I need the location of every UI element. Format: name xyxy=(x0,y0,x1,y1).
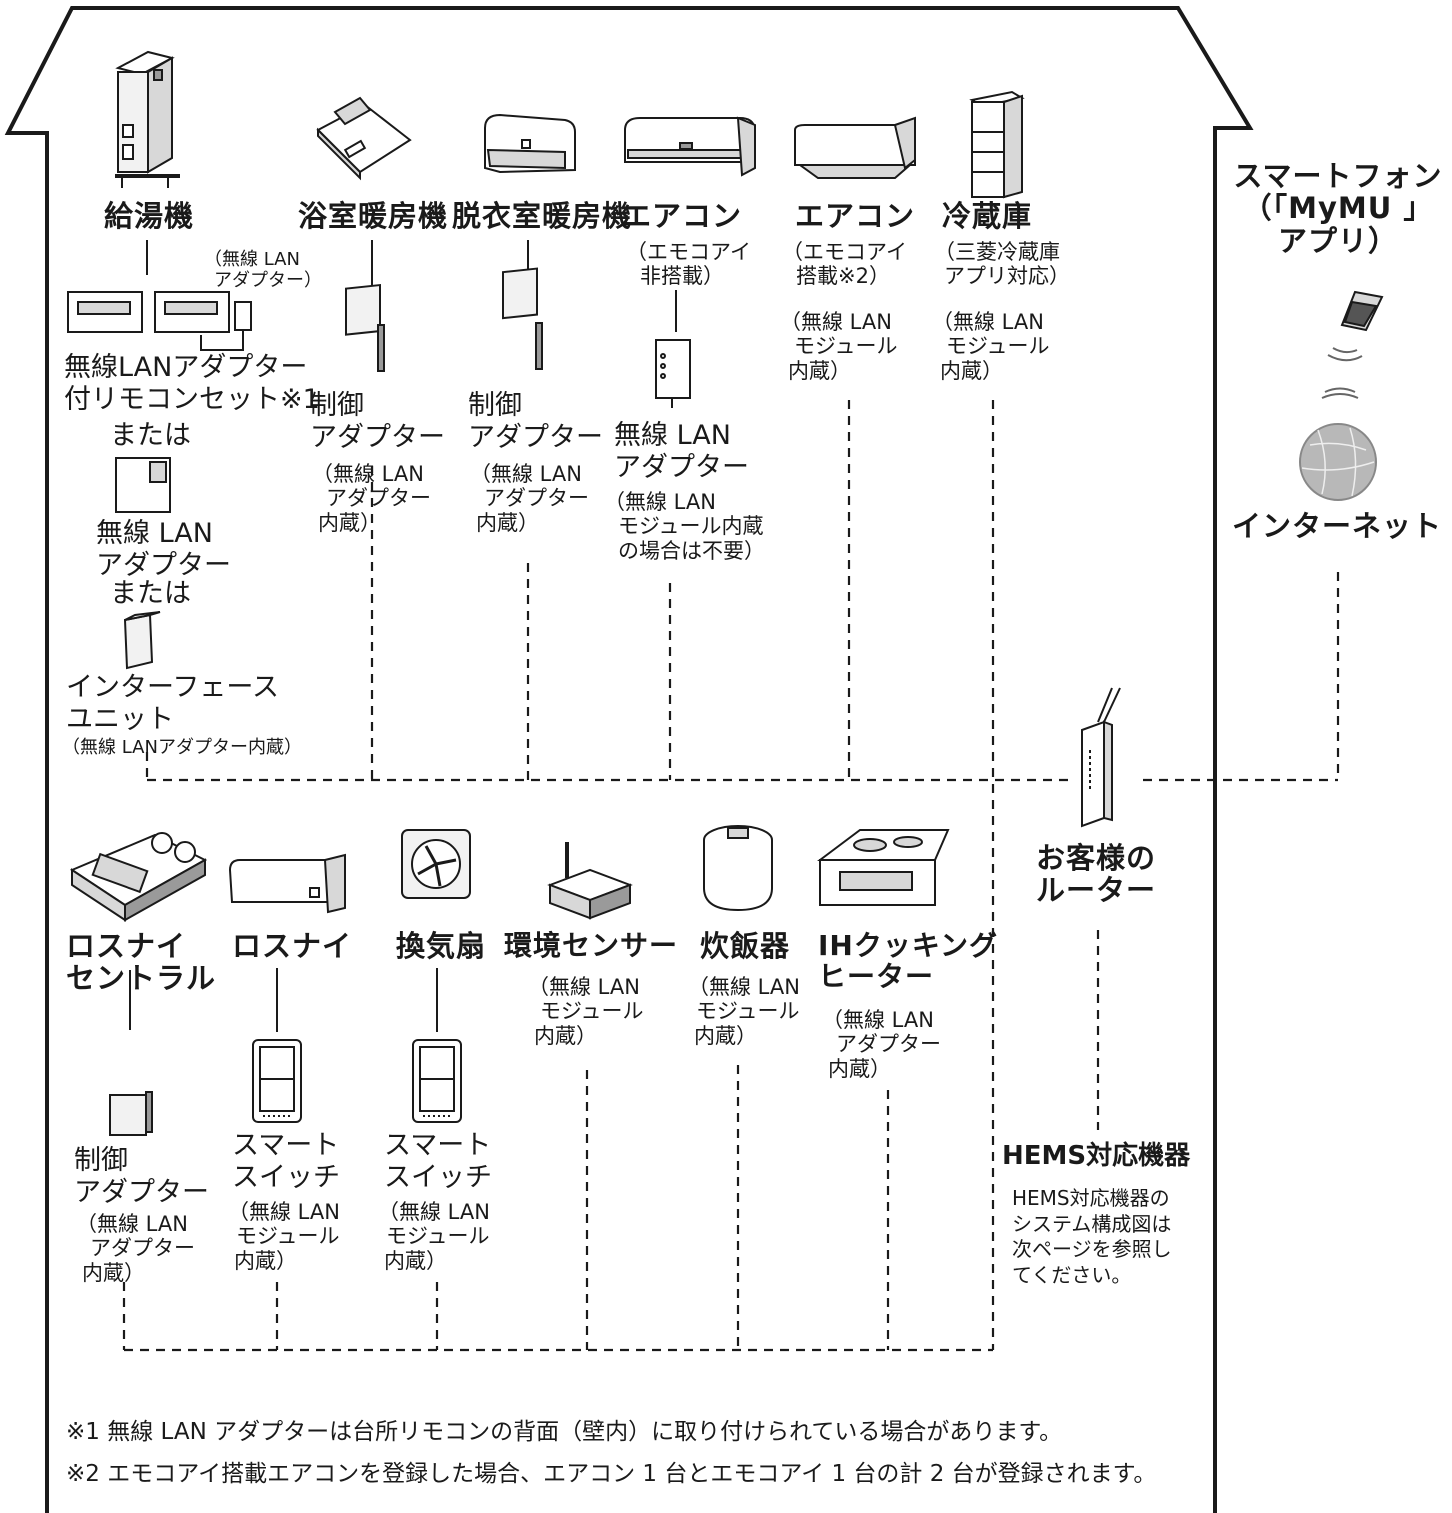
wifi-waves-icon xyxy=(1321,347,1363,399)
router-icon xyxy=(1081,687,1121,828)
bathroom-heater-label: 浴室暖房機 xyxy=(298,199,449,233)
water-heater-icon xyxy=(115,50,180,188)
lossnay-icon xyxy=(228,853,346,914)
control-adapter-label: 制御 アダプター xyxy=(310,390,445,453)
refrigerator-sub-label: （三菱冷蔵庫 アプリ対応） xyxy=(934,240,1070,289)
control-adapter-icon xyxy=(109,1091,153,1136)
smartphone-label: スマートフォン （「MyMU 」 アプリ） xyxy=(1233,159,1443,258)
interface-unit-label: インターフェース ユニット xyxy=(66,672,280,735)
aircon-sub-label: （エモコアイ 搭載※2） xyxy=(782,240,907,289)
lossnay-central-label: ロスナイ セントラル xyxy=(66,929,217,996)
rice-cooker-label: 炊飯器 xyxy=(700,929,791,963)
wireless-lan-adapter-label: 無線 LAN アダプター xyxy=(614,420,749,483)
footnote: ※2 エモコアイ搭載エアコンを登録した場合、エアコン 1 台とエモコアイ 1 台… xyxy=(66,1461,1157,1487)
hems-note: HEMS対応機器の システム構成図は 次ページを参照し てください。 xyxy=(1012,1186,1172,1287)
lossnay-central-icon xyxy=(69,832,208,922)
wireless-module-note: （無線 LAN モジュール 内蔵） xyxy=(932,310,1050,383)
wireless-module-note: （無線 LAN モジュール内蔵 の場合は不要） xyxy=(604,490,765,563)
hems-title: HEMS対応機器 xyxy=(1002,1141,1191,1171)
wireless-lan-adapter-square-icon xyxy=(115,457,171,513)
control-adapter-label: 制御 アダプター xyxy=(468,390,603,453)
aircon-icon xyxy=(624,116,756,177)
wireless-module-note: （無線 LAN モジュール 内蔵） xyxy=(378,1200,490,1273)
wireless-module-note: （無線 LAN モジュール 内蔵） xyxy=(228,1200,340,1273)
control-adapter-icon xyxy=(345,283,385,372)
lossnay-label: ロスナイ xyxy=(232,929,353,963)
remote-set-label: 無線LANアダプター 付リモコンセット※1 xyxy=(64,352,320,415)
smart-switch-icon xyxy=(412,1039,462,1123)
adapter-note: （無線 LAN アダプター） xyxy=(204,249,322,291)
adapter-builtin-note: （無線 LAN アダプター 内蔵） xyxy=(312,462,431,535)
aircon-label: エアコン xyxy=(622,199,743,233)
ih-cooking-heater-label: IHクッキング ヒーター xyxy=(818,929,999,994)
wireless-lan-adapter-icon xyxy=(655,339,691,408)
adapter-builtin-note: （無線 LAN アダプター 内蔵） xyxy=(822,1008,941,1081)
internet-label: インターネット xyxy=(1232,509,1443,543)
ventilation-fan-label: 換気扇 xyxy=(396,929,487,963)
water-heater-label: 給湯機 xyxy=(104,199,195,233)
adapter-builtin-note: （無線 LAN アダプター 内蔵） xyxy=(470,462,589,535)
environment-sensor-icon xyxy=(547,842,633,920)
adapter-builtin-note: （無線 LAN アダプター 内蔵） xyxy=(76,1212,195,1285)
environment-sensor-label: 環境センサー xyxy=(504,929,679,962)
router-label: お客様の ルーター xyxy=(1036,841,1157,908)
interface-unit-note: （無線 LANアダプター内蔵） xyxy=(62,737,302,758)
ventilation-fan-icon xyxy=(401,829,471,899)
aircon-sub-label: （エモコアイ 非搭載） xyxy=(626,240,751,289)
remote-controller-icon xyxy=(67,291,252,333)
aircon-emocoai-icon xyxy=(794,116,916,179)
wireless-lan-adapter-label: 無線 LAN アダプター xyxy=(96,518,231,581)
network-lines xyxy=(122,400,1340,1352)
aircon-emocoai-label: エアコン xyxy=(795,199,916,233)
rice-cooker-icon xyxy=(703,825,773,912)
bathroom-heater-icon xyxy=(316,96,412,181)
control-adapter-label: 制御 アダプター xyxy=(74,1145,209,1208)
smart-switch-label: スマート スイッチ xyxy=(232,1130,340,1193)
refrigerator-icon xyxy=(969,90,1025,199)
footnote: ※1 無線 LAN アダプターは台所リモコンの背面（壁内）に取り付けられている場… xyxy=(66,1419,1063,1445)
refrigerator-label: 冷蔵庫 xyxy=(942,199,1033,233)
smart-switch-icon xyxy=(252,1039,302,1123)
house-outline xyxy=(4,6,1254,1513)
or-label: または xyxy=(110,420,191,451)
smart-switch-label: スマート スイッチ xyxy=(384,1130,492,1193)
wireless-module-note: （無線 LAN モジュール 内蔵） xyxy=(528,975,644,1048)
wireless-module-note: （無線 LAN モジュール 内蔵） xyxy=(780,310,898,383)
interface-unit-icon xyxy=(123,611,161,670)
control-adapter-icon xyxy=(502,267,543,370)
dressing-room-heater-label: 脱衣室暖房機 xyxy=(452,199,633,233)
smartphone-icon xyxy=(1340,290,1384,332)
ih-cooking-heater-icon xyxy=(817,829,950,906)
or-label: または xyxy=(110,578,191,609)
wireless-module-note: （無線 LAN モジュール 内蔵） xyxy=(688,975,800,1048)
dressing-room-heater-icon xyxy=(484,113,576,174)
internet-globe-icon xyxy=(1299,423,1377,501)
